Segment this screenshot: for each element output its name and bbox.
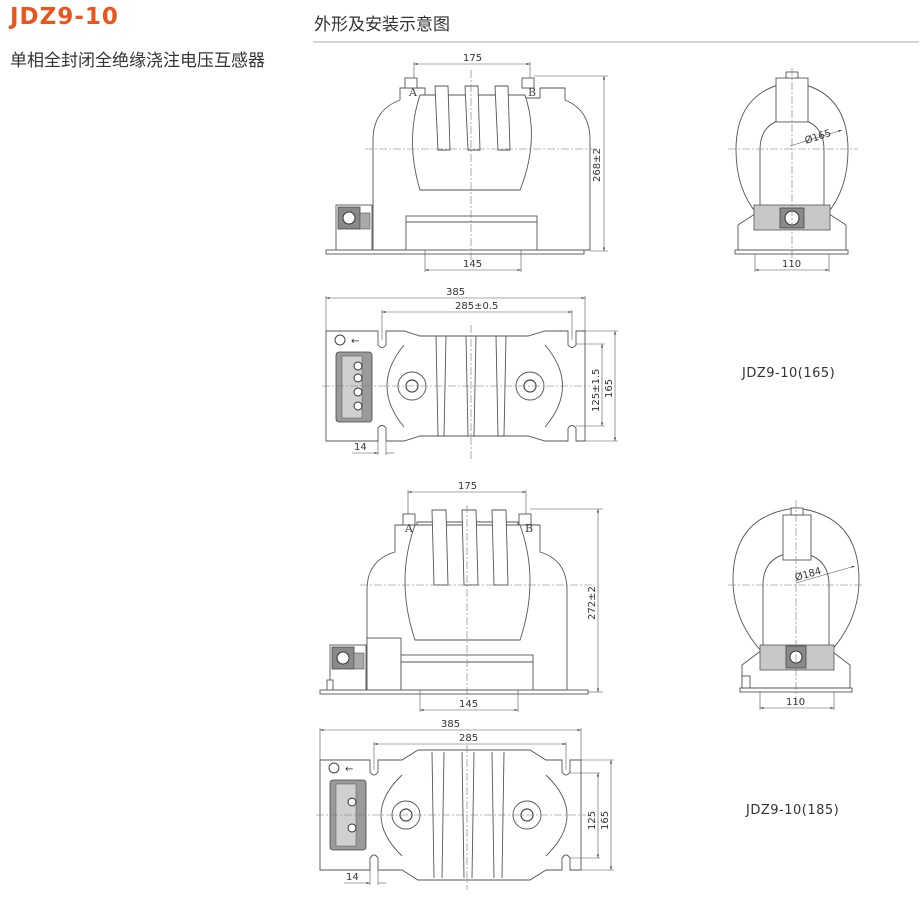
dim-overall-width-2: 165: [600, 811, 611, 830]
dim-base-spacing-2: 145: [459, 699, 478, 710]
terminal-a-label-2: A: [404, 522, 414, 535]
front-view-185: A B 175 272±2 145: [319, 481, 603, 712]
top-view-185: ← 385 285 125 165 14: [316, 719, 614, 890]
section-divider: [313, 41, 919, 43]
terminal-b-label-2: B: [525, 522, 533, 535]
dim-base-width: 110: [782, 259, 801, 270]
dim-base-width-2: 110: [786, 697, 805, 708]
dim-slot-width-2: 14: [346, 872, 359, 883]
dim-overall-length-2: 385: [441, 719, 460, 730]
side-view-165: Ø165 110: [728, 68, 858, 272]
dim-height-2: 272±2: [587, 586, 598, 620]
dim-overall-length: 385: [446, 287, 465, 298]
terminal-a-label: A: [408, 86, 418, 99]
dim-mount-spacing: 285±0.5: [455, 301, 498, 312]
direction-arrow: ←: [351, 336, 359, 347]
section-title: 外形及安装示意图: [314, 15, 450, 35]
dim-mount-width: 125±1.5: [591, 369, 602, 412]
dim-mount-width-2: 125: [587, 811, 598, 830]
terminal-b-label: B: [528, 86, 536, 99]
dim-slot-width: 14: [354, 442, 367, 453]
dim-base-spacing: 145: [463, 259, 482, 270]
product-name-subtitle: 单相全封闭全绝缘浇注电压互感器: [10, 51, 265, 71]
dim-height: 268±2: [592, 148, 603, 182]
model-label-165: JDZ9-10(165): [742, 366, 836, 381]
dim-mount-spacing-2: 285: [459, 733, 478, 744]
direction-arrow-2: ←: [345, 764, 353, 775]
dim-terminal-spacing: 175: [463, 53, 482, 64]
product-code-title: JDZ9-10: [10, 4, 119, 30]
dim-overall-width: 165: [604, 379, 615, 398]
top-view-165: ← 385 285±0.5 125±1.5 165 14: [322, 287, 618, 460]
model-label-185: JDZ9-10(185): [746, 803, 840, 818]
side-view-185: Ø184 110: [728, 500, 864, 710]
front-view-165: A B 175 268±2 145: [325, 53, 608, 272]
dim-terminal-spacing-2: 175: [458, 481, 477, 492]
